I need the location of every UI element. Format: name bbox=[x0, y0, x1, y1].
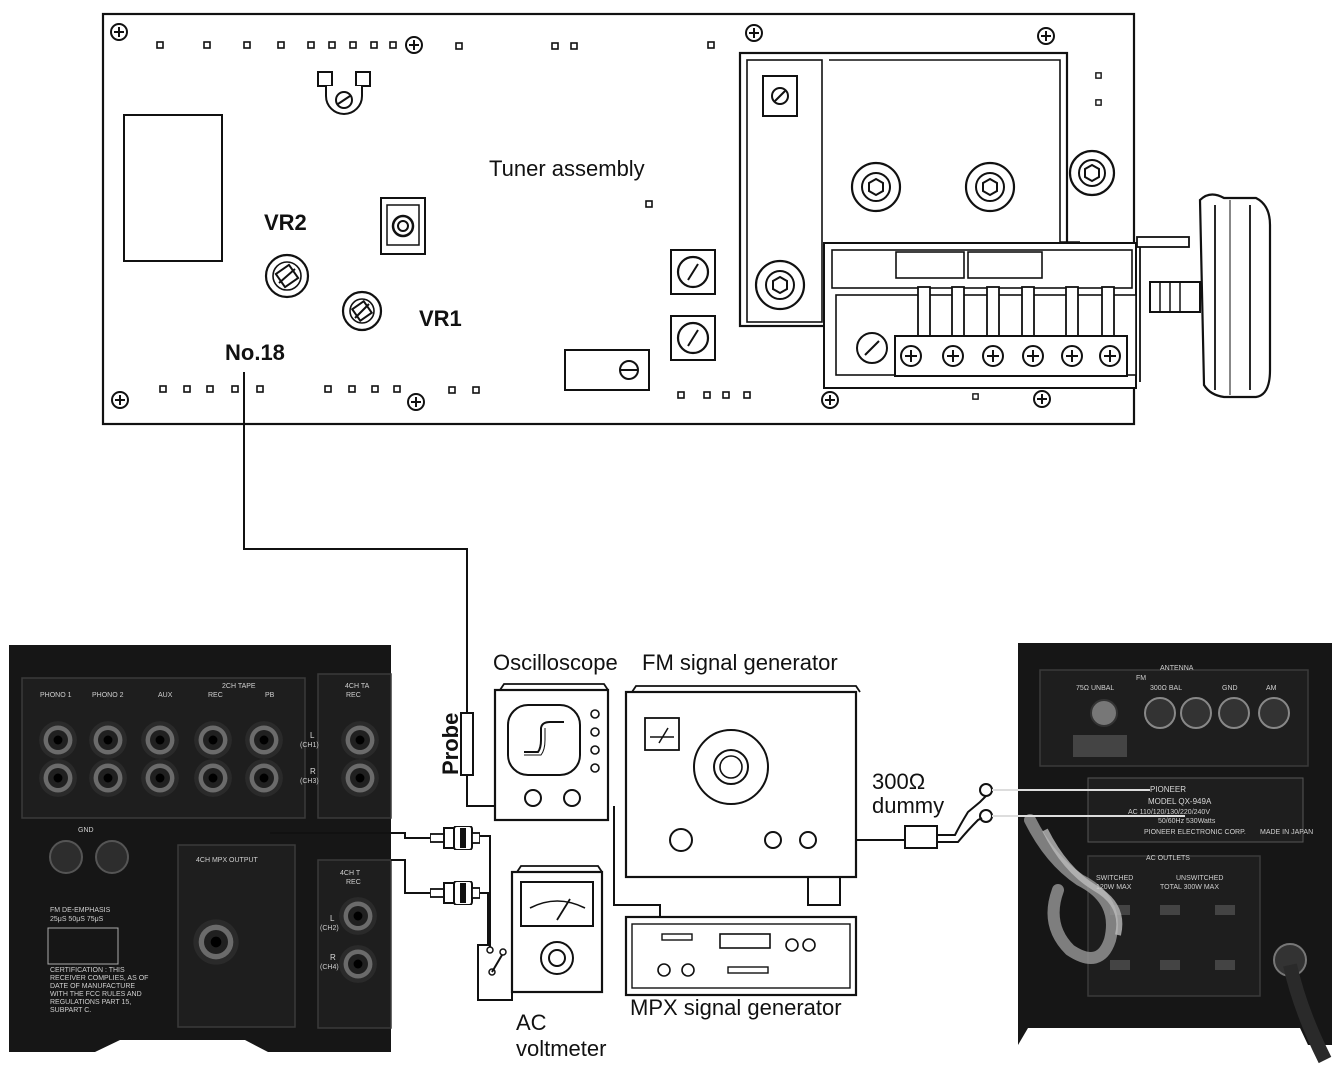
selector-switch bbox=[487, 947, 506, 975]
panel-cert-4: WITH THE FCC RULES AND bbox=[50, 991, 142, 998]
hex-nut bbox=[1070, 151, 1114, 195]
fm-signal-generator bbox=[626, 686, 860, 877]
voltmeter-label: voltmeter bbox=[516, 1038, 606, 1060]
oscilloscope bbox=[495, 684, 608, 820]
panel-label-rec: REC bbox=[208, 692, 223, 699]
panel-cert-3: DATE OF MANUFACTURE bbox=[50, 983, 135, 990]
vr1-potentiometer[interactable] bbox=[343, 292, 381, 330]
receiver-rear-panel-left: PHONO 1 PHONO 2 AUX REC PB 2CH TAPE 4CH … bbox=[9, 645, 391, 1052]
probe-label: Probe bbox=[440, 713, 462, 775]
hex-nut bbox=[756, 261, 804, 309]
panel-label-r-b: R bbox=[330, 953, 336, 962]
trimmer-1 bbox=[671, 250, 715, 294]
panel-label-l-b: L bbox=[330, 914, 335, 923]
rca-plug-lower bbox=[430, 881, 480, 905]
fm-signal-generator-label: FM signal generator bbox=[642, 652, 838, 674]
rca-plug-upper bbox=[430, 826, 480, 850]
panel-made-in: MADE IN JAPAN bbox=[1260, 829, 1313, 836]
panel-switched: SWITCHED bbox=[1096, 875, 1133, 882]
vr2-potentiometer[interactable] bbox=[266, 255, 308, 297]
test-point-label: No.18 bbox=[225, 342, 285, 364]
hex-nut bbox=[852, 163, 900, 211]
panel-label-r: R bbox=[310, 767, 316, 776]
panel-unswitched-max: TOTAL 300W MAX bbox=[1160, 884, 1219, 891]
bottom-component bbox=[565, 350, 649, 390]
panel-power-line: AC 110/120/130/220/240V bbox=[1128, 809, 1210, 816]
panel-label-pb: PB bbox=[265, 692, 275, 699]
panel-label-phono2: PHONO 2 bbox=[92, 692, 124, 699]
panel-label-l: L bbox=[310, 731, 315, 740]
panel-deemphasis-2: 25μS 50μS 75μS bbox=[50, 916, 104, 923]
panel-cert-6: SUBPART C. bbox=[50, 1007, 91, 1014]
panel-label-75ohm: 75Ω UNBAL bbox=[1076, 685, 1114, 692]
panel-label-ch4: (CH4) bbox=[320, 964, 339, 971]
vr2-label: VR2 bbox=[264, 212, 307, 234]
panel-label-fm: FM bbox=[1136, 675, 1146, 682]
panel-ac-outlets: AC OUTLETS bbox=[1146, 855, 1190, 862]
panel-label-ch1: (CH1) bbox=[300, 742, 319, 749]
panel-cert-1: CERTIFICATION : THIS bbox=[50, 967, 125, 974]
panel-deemphasis-1: FM DE-EMPHASIS bbox=[50, 907, 111, 914]
tuner-assembly-label: Tuner assembly bbox=[489, 158, 645, 180]
panel-label-4ch-rec: REC bbox=[346, 692, 361, 699]
panel-maker: PIONEER ELECTRONIC CORP. bbox=[1144, 829, 1246, 836]
mpx-signal-generator-label: MPX signal generator bbox=[630, 997, 842, 1019]
receiver-rear-panel-right: ANTENNA FM 75Ω UNBAL 300Ω BAL GND AM PIO… bbox=[980, 643, 1332, 1060]
vr1-label: VR1 bbox=[419, 308, 462, 330]
panel-label-aux: AUX bbox=[158, 692, 173, 699]
panel-label-gnd: GND bbox=[78, 827, 94, 834]
square-trimmer bbox=[381, 198, 425, 254]
panel-label-antenna: ANTENNA bbox=[1160, 665, 1194, 672]
panel-cert-5: REGULATIONS PART 15, bbox=[50, 999, 131, 1006]
hex-nut bbox=[966, 163, 1014, 211]
panel-label-ch3: (CH3) bbox=[300, 778, 319, 785]
oscilloscope-label: Oscilloscope bbox=[493, 652, 618, 674]
panel-brand: PIONEER bbox=[1150, 785, 1186, 794]
panel-label-phono1: PHONO 1 bbox=[40, 692, 72, 699]
panel-label-4ch-rec-b: REC bbox=[346, 879, 361, 886]
dummy-value-label: 300Ω bbox=[872, 771, 925, 793]
panel-label-2ch-tape: 2CH TAPE bbox=[222, 683, 256, 690]
panel-switched-max: 120W MAX bbox=[1096, 884, 1132, 891]
panel-label-am: AM bbox=[1266, 685, 1277, 692]
ac-voltmeter bbox=[512, 866, 602, 992]
ac-label: AC bbox=[516, 1012, 547, 1034]
mpx-signal-generator bbox=[626, 917, 856, 995]
panel-label-4ch-tape: 4CH TA bbox=[345, 683, 370, 690]
dummy-antenna bbox=[905, 826, 937, 848]
panel-unswitched: UNSWITCHED bbox=[1176, 875, 1223, 882]
panel-power-spec: 50/60Hz 530Watts bbox=[1158, 818, 1216, 825]
panel-cert-2: RECEIVER COMPLIES, AS OF bbox=[50, 975, 148, 982]
trimmer-2 bbox=[671, 316, 715, 360]
panel-label-ch2: (CH2) bbox=[320, 925, 339, 932]
pcb-block bbox=[124, 115, 222, 261]
panel-label-4ch-tape-b: 4CH T bbox=[340, 870, 361, 877]
panel-label-300ohm: 300Ω BAL bbox=[1150, 685, 1182, 692]
panel-label-mpx-output: 4CH MPX OUTPUT bbox=[196, 857, 259, 864]
panel-label-gnd-ant: GND bbox=[1222, 685, 1238, 692]
dummy-label: dummy bbox=[872, 795, 944, 817]
panel-model: MODEL QX-949A bbox=[1148, 797, 1212, 806]
